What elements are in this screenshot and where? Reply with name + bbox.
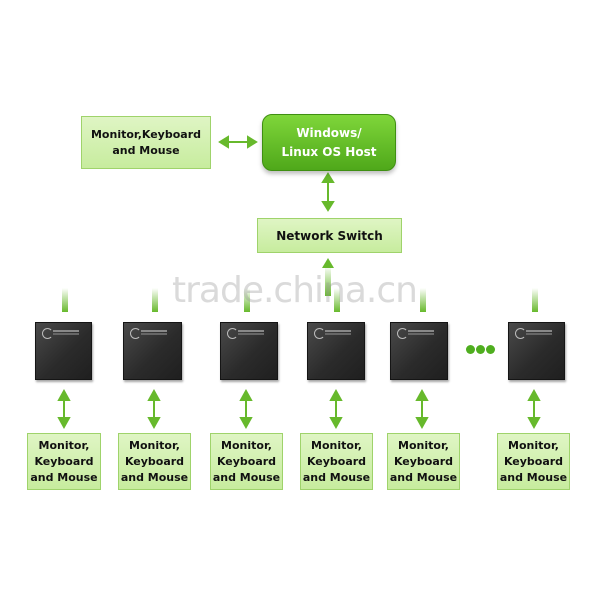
device-logo-icon [130,328,141,339]
device-feed-2 [152,288,158,312]
device-logo-icon [42,328,53,339]
device-feed-lines [62,288,538,312]
network-switch-node: Network Switch [257,218,402,253]
device-feed-4 [334,288,340,312]
device-logo-icon [515,328,526,339]
client-console-3: Monitor, Keyboard and Mouse [210,433,283,490]
thin-client-device-4 [307,322,365,380]
device-feed-1 [62,288,68,312]
client-console-1: Monitor, Keyboard and Mouse [27,433,101,490]
host-node: Windows/ Linux OS Host [262,114,396,171]
watermark-text: trade.china.cn [172,270,418,311]
device-brand-mark [526,330,552,332]
thin-client-device-3 [220,322,278,380]
device-logo-icon [227,328,238,339]
device-feed-5 [420,288,426,312]
device-brand-mark [325,330,351,332]
device-brand-mark [408,330,434,332]
console-host-arrow [218,135,258,149]
switch-uplink-arrow [322,258,334,296]
device-logo-icon [314,328,325,339]
device-console-arrow-6 [527,388,541,430]
device-console-arrow-2 [147,388,161,430]
thin-client-device-1 [35,322,92,380]
device-console-arrow-5 [415,388,429,430]
device-brand-mark [238,330,264,332]
client-console-6: Monitor, Keyboard and Mouse [497,433,570,490]
device-logo-icon [397,328,408,339]
client-console-5: Monitor, Keyboard and Mouse [387,433,460,490]
host-switch-arrow [321,172,335,212]
device-console-arrow-1 [57,388,71,430]
thin-client-device-2 [123,322,182,380]
device-console-arrow-3 [239,388,253,430]
thin-client-device-6 [508,322,565,380]
device-brand-mark [141,330,167,332]
thin-client-device-5 [390,322,448,380]
main-console-node: Monitor,Keyboard and Mouse [81,116,211,169]
client-console-4: Monitor, Keyboard and Mouse [300,433,373,490]
device-feed-6 [532,288,538,312]
device-console-arrow-4 [329,388,343,430]
device-feed-3 [244,288,250,312]
device-console-arrows [57,388,541,430]
client-console-2: Monitor, Keyboard and Mouse [118,433,191,490]
device-brand-mark [53,330,79,332]
